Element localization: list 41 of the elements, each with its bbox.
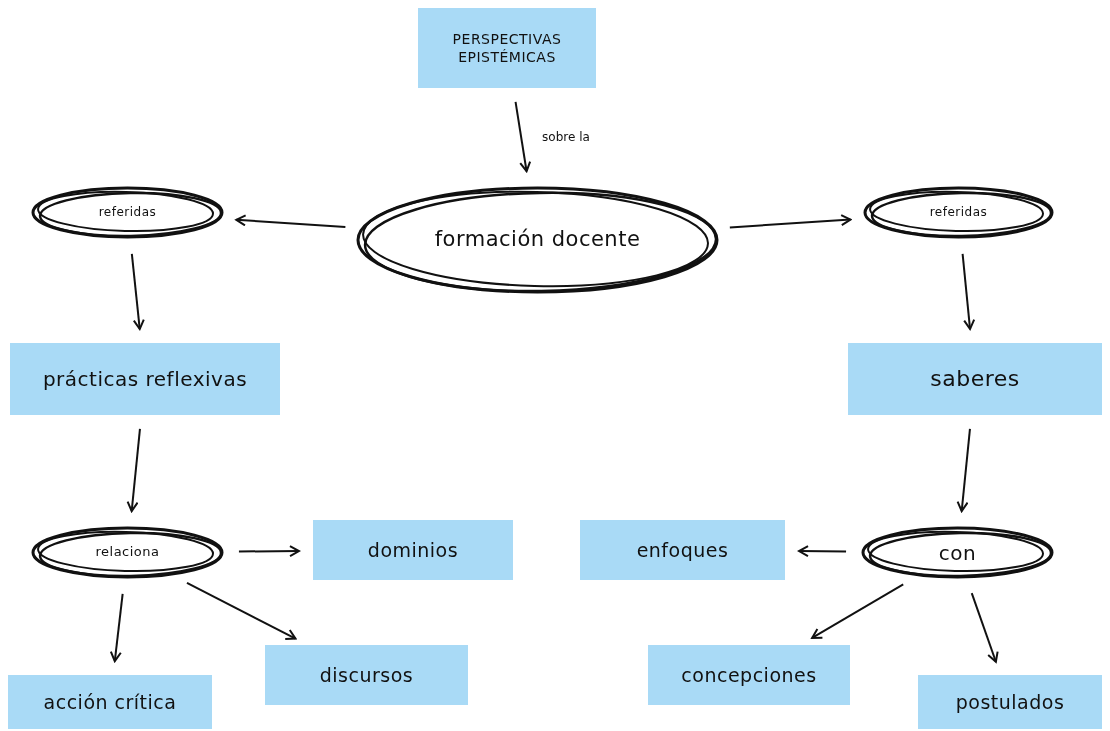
arrow bbox=[237, 545, 300, 558]
node-label: saberes bbox=[930, 364, 1020, 393]
node-label: con bbox=[938, 539, 977, 566]
node-label: concepciones bbox=[681, 662, 817, 688]
highlight-box bbox=[8, 675, 212, 729]
node-label: dominios bbox=[367, 537, 459, 563]
highlight-box bbox=[313, 520, 513, 580]
highlight-box bbox=[918, 675, 1102, 729]
arrow bbox=[130, 252, 145, 331]
arrow bbox=[728, 214, 852, 229]
highlight-box bbox=[648, 645, 850, 705]
node-label: formación docente bbox=[434, 226, 641, 254]
oval-node bbox=[30, 185, 225, 240]
oval-node bbox=[30, 525, 225, 580]
highlight-box bbox=[580, 520, 785, 580]
node-label: enfoques bbox=[636, 537, 729, 563]
node-label: referidas bbox=[929, 204, 988, 221]
highlight-box bbox=[418, 8, 596, 88]
arrow bbox=[961, 252, 976, 331]
arrow bbox=[811, 583, 905, 639]
arrow bbox=[798, 545, 848, 558]
node-label: postulados bbox=[955, 689, 1065, 715]
node-label: discursos bbox=[319, 662, 414, 688]
node-label: acción crítica bbox=[43, 689, 177, 715]
node-label: referidas bbox=[98, 204, 157, 221]
oval-node bbox=[862, 185, 1055, 240]
node-label: PERSPECTIVAS EPISTÉMICAS bbox=[451, 29, 563, 67]
oval-node bbox=[860, 525, 1055, 580]
node-label: relaciona bbox=[95, 544, 160, 561]
arrow bbox=[956, 427, 971, 513]
highlight-box bbox=[265, 645, 468, 705]
arrow bbox=[126, 427, 141, 513]
arrow bbox=[185, 582, 297, 640]
highlight-box bbox=[848, 343, 1102, 415]
oval-node bbox=[355, 185, 720, 295]
arrow bbox=[970, 592, 999, 663]
arrow bbox=[235, 214, 347, 229]
highlight-box bbox=[10, 343, 280, 415]
node-label: prácticas reflexivas bbox=[42, 366, 248, 392]
arrow bbox=[109, 592, 124, 663]
arrow bbox=[514, 100, 532, 173]
